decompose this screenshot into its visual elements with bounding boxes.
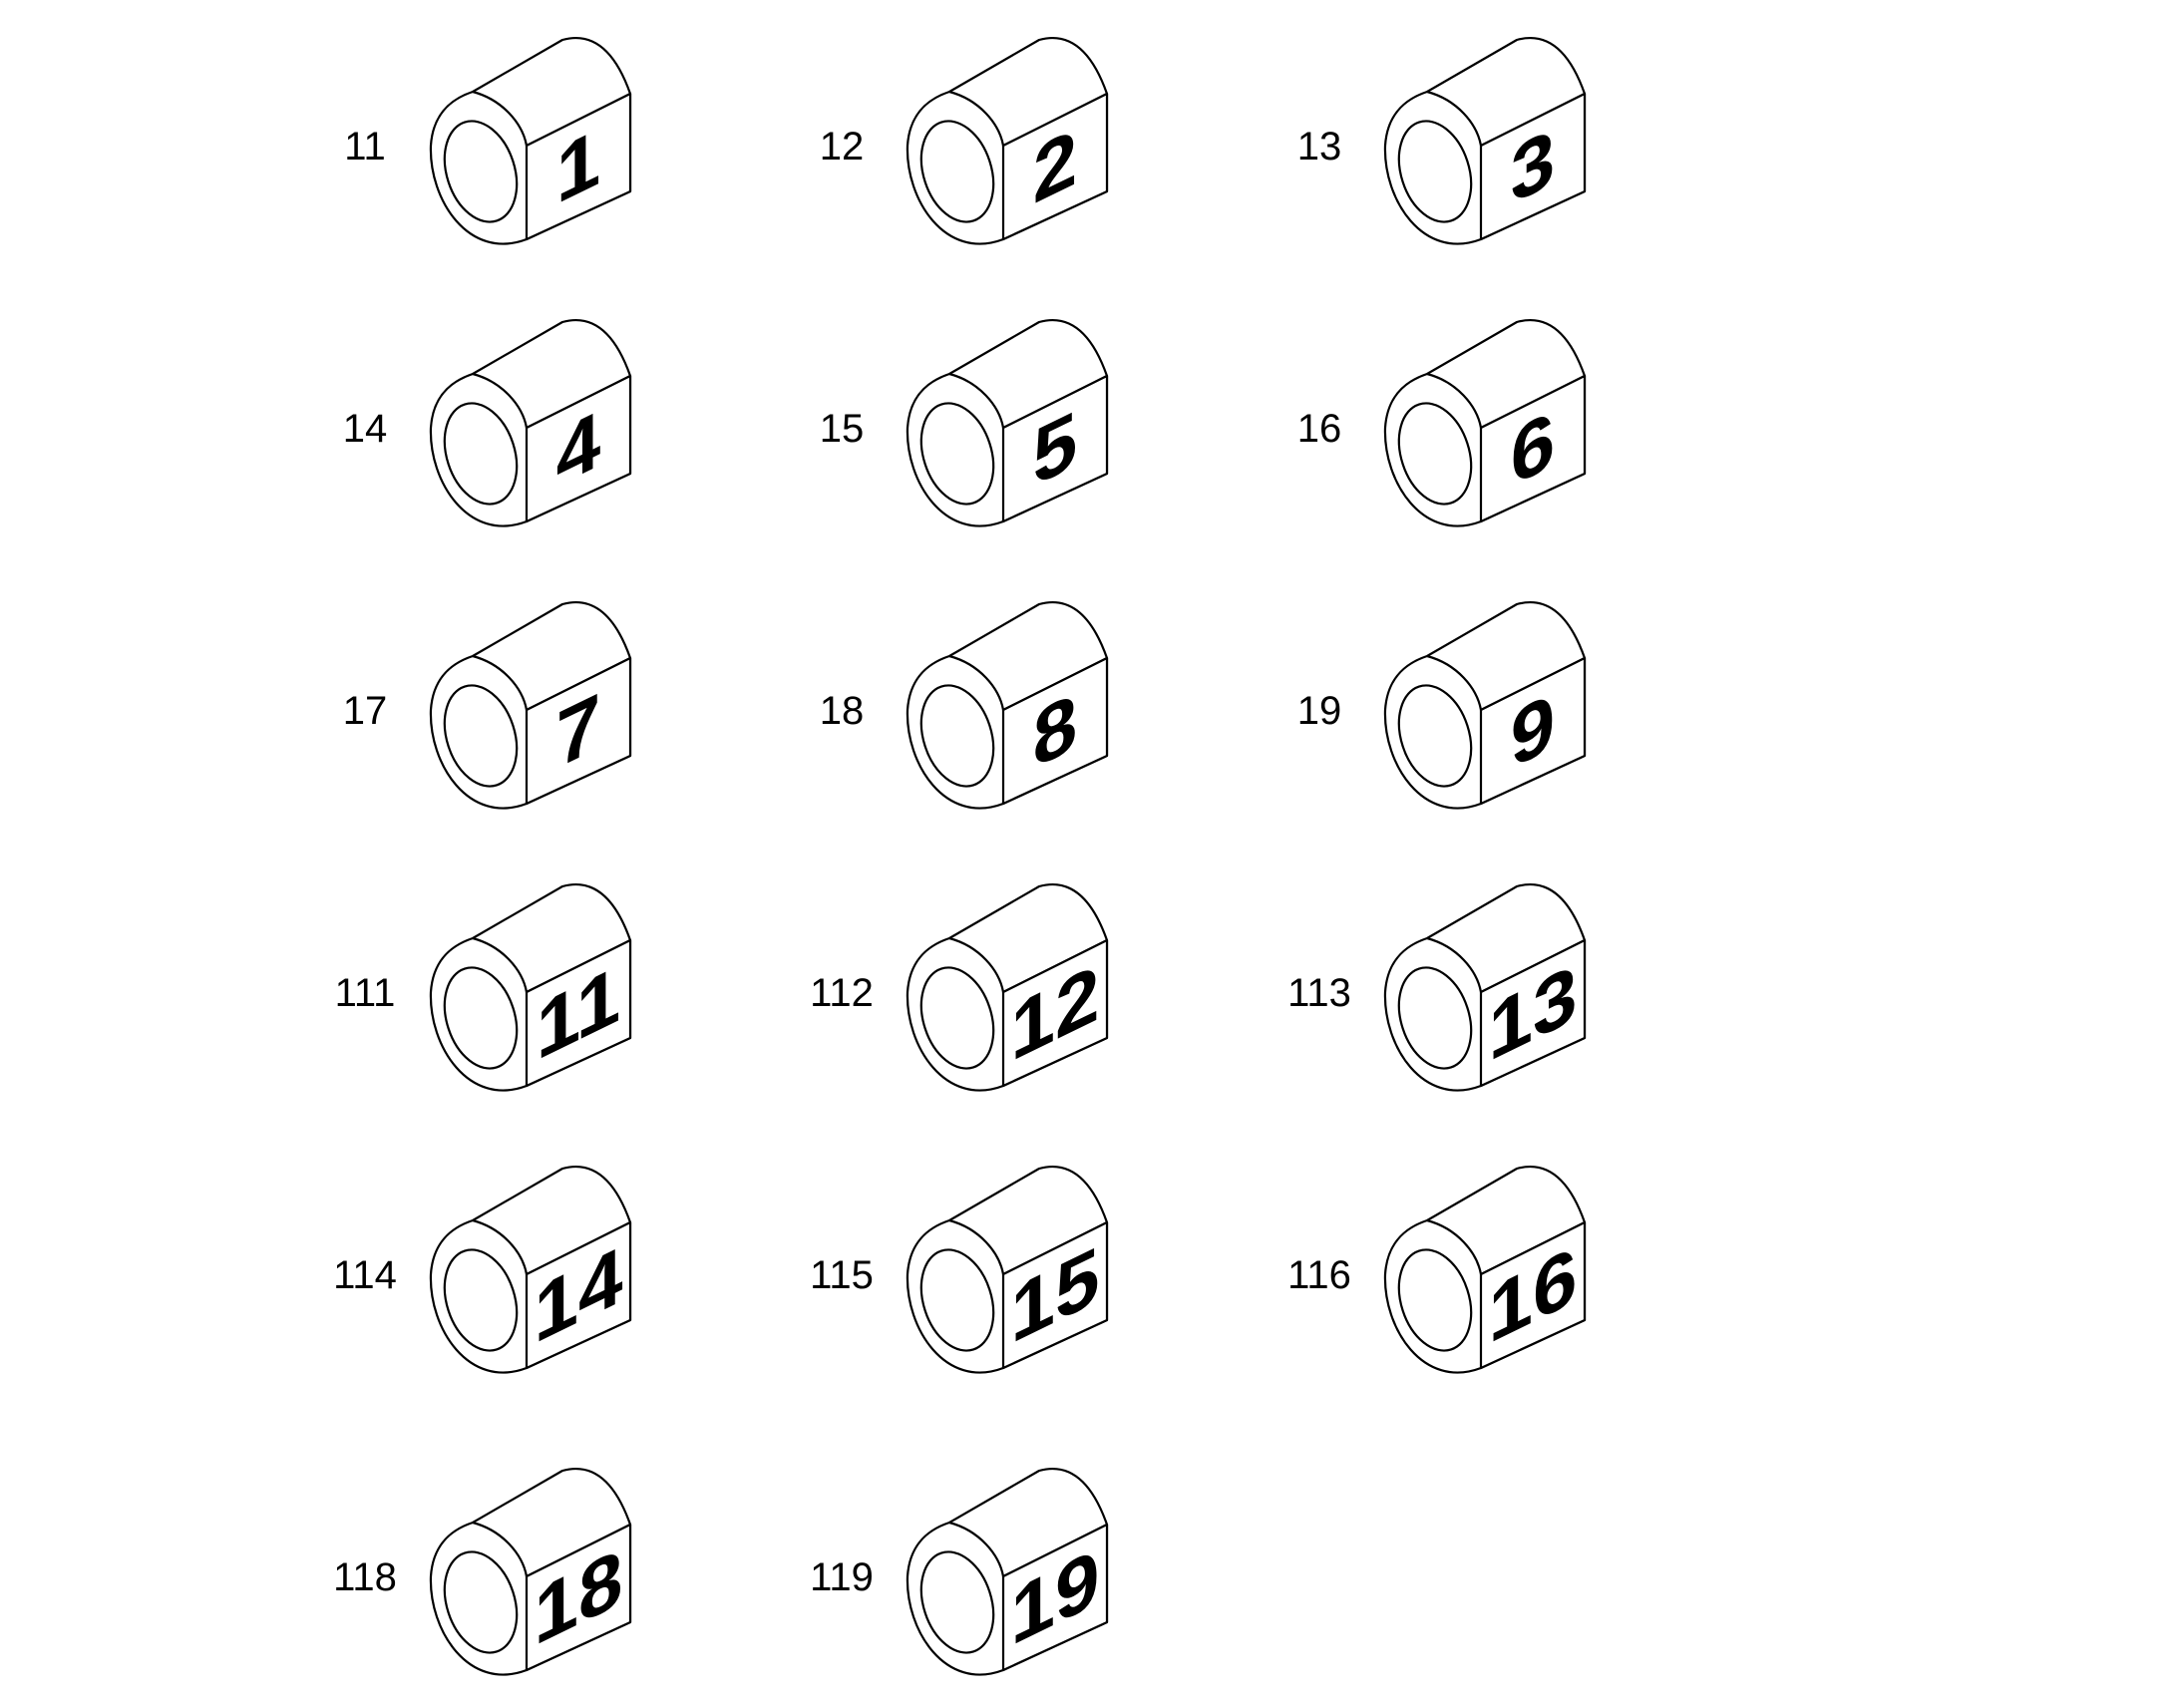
callout-label: 13 <box>1297 125 1342 169</box>
face-number: 4 <box>556 392 600 504</box>
face-number: 9 <box>1511 674 1555 786</box>
sleeve-top-edge <box>472 1218 631 1276</box>
sleeve-bore <box>919 1248 995 1352</box>
face-number: 6 <box>1511 392 1555 504</box>
sleeve-bore <box>443 1248 519 1352</box>
face-number: 7 <box>556 674 600 786</box>
callout-label: 118 <box>333 1555 397 1599</box>
callout-label: 112 <box>810 971 874 1015</box>
sleeve-bore <box>1397 966 1473 1070</box>
sleeve-top-edge <box>948 936 1108 994</box>
sleeve-top-edge <box>472 936 631 994</box>
sleeve-bore <box>1397 684 1473 788</box>
sleeve-top-edge <box>948 1218 1108 1276</box>
callout-label: 18 <box>820 689 865 733</box>
sleeve-top-edge <box>472 90 631 148</box>
callout-label: 111 <box>335 971 396 1015</box>
sleeve-bore <box>443 120 519 223</box>
sleeve-label-face <box>1001 92 1109 241</box>
marker-sleeve-17: 17 7 <box>343 601 632 810</box>
marker-sleeve-16: 16 6 <box>1297 319 1587 527</box>
sleeve-top-edge <box>472 372 631 430</box>
sleeve-bore <box>443 1550 519 1654</box>
sleeve-bore <box>919 1550 995 1654</box>
sleeve-bore <box>443 402 519 506</box>
sleeve-bore <box>919 402 995 506</box>
callout-label: 113 <box>1287 971 1351 1015</box>
face-number: 5 <box>1033 392 1077 504</box>
sleeve-label-face <box>1479 92 1587 241</box>
sleeve-top-edge <box>1426 90 1586 148</box>
sleeve-top-edge <box>1426 372 1586 430</box>
sleeve-bore <box>1397 1248 1473 1352</box>
face-number: 1 <box>556 110 600 221</box>
sleeve-label-face <box>525 1523 632 1672</box>
sleeve-top-edge <box>948 654 1108 712</box>
sleeve-label-face <box>1479 938 1587 1088</box>
sleeve-label-face <box>1001 1220 1109 1370</box>
sleeve-top-edge <box>472 1521 631 1578</box>
callout-label: 116 <box>1287 1253 1351 1297</box>
callout-label: 17 <box>343 689 388 733</box>
sleeve-bore <box>1397 120 1473 223</box>
sleeve-label-face <box>1001 374 1109 523</box>
face-number: 8 <box>1033 674 1077 786</box>
sleeve-label-face <box>525 1220 632 1370</box>
sleeve-top-edge <box>472 654 631 712</box>
marker-sleeve-19: 19 9 <box>1297 601 1587 810</box>
marker-sleeve-15: 15 5 <box>820 319 1109 527</box>
marker-sleeve-18: 18 8 <box>820 601 1109 810</box>
callout-label: 19 <box>1297 689 1342 733</box>
sleeve-label-face <box>525 374 632 523</box>
face-number: 3 <box>1511 110 1555 221</box>
face-number: 2 <box>1033 110 1077 221</box>
marker-sleeve-14: 14 4 <box>343 319 632 527</box>
sleeve-bore <box>919 966 995 1070</box>
callout-label: 11 <box>344 125 386 169</box>
sleeve-bore <box>443 684 519 788</box>
sleeve-top-edge <box>948 90 1108 148</box>
callout-label: 15 <box>820 407 865 451</box>
sleeve-bore <box>919 120 995 223</box>
sleeve-label-face <box>525 92 632 241</box>
sleeve-label-face <box>1001 1523 1109 1672</box>
sleeve-label-face <box>1479 656 1587 806</box>
sleeve-label-face <box>525 938 632 1088</box>
callout-label: 14 <box>343 407 388 451</box>
sleeve-label-face <box>1001 938 1109 1088</box>
callout-label: 16 <box>1297 407 1342 451</box>
sleeve-label-face <box>1479 1220 1587 1370</box>
sleeve-top-edge <box>1426 654 1586 712</box>
sleeve-top-edge <box>1426 936 1586 994</box>
sleeve-label-face <box>525 656 632 806</box>
sleeve-label-face <box>1479 374 1587 523</box>
sleeve-top-edge <box>1426 1218 1586 1276</box>
callout-label: 114 <box>333 1253 397 1297</box>
sleeve-bore <box>1397 402 1473 506</box>
sleeve-top-edge <box>948 372 1108 430</box>
sleeve-bore <box>919 684 995 788</box>
callout-label: 12 <box>820 125 865 169</box>
sleeve-label-face <box>1001 656 1109 806</box>
sleeve-top-edge <box>948 1521 1108 1578</box>
marker-sleeve-12: 12 2 <box>820 37 1109 245</box>
callout-label: 115 <box>810 1253 874 1297</box>
sleeve-bore <box>443 966 519 1070</box>
callout-label: 119 <box>810 1555 874 1599</box>
marker-sleeve-13: 13 3 <box>1297 37 1587 245</box>
